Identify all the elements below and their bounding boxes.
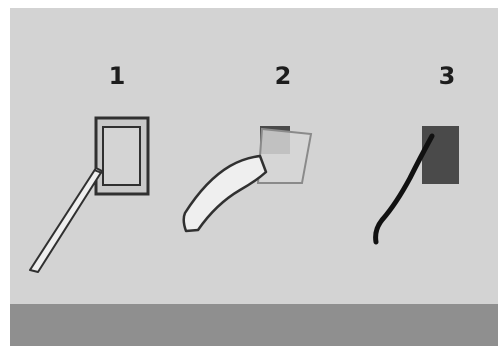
step-3-dark-square	[422, 126, 459, 184]
step-3-illustration	[376, 126, 459, 242]
step-1-illustration	[30, 118, 148, 272]
diagram-art	[10, 8, 498, 346]
step-3-cable	[376, 136, 432, 242]
step-2-illustration	[184, 126, 311, 231]
step-2-sheet	[258, 129, 311, 183]
bottom-bar	[10, 304, 498, 346]
step-2-tool	[184, 156, 266, 231]
diagram-panel: 1 2 3	[10, 8, 498, 346]
step-1-inner-frame	[103, 127, 140, 185]
step-1-applicator-stick	[30, 168, 102, 272]
